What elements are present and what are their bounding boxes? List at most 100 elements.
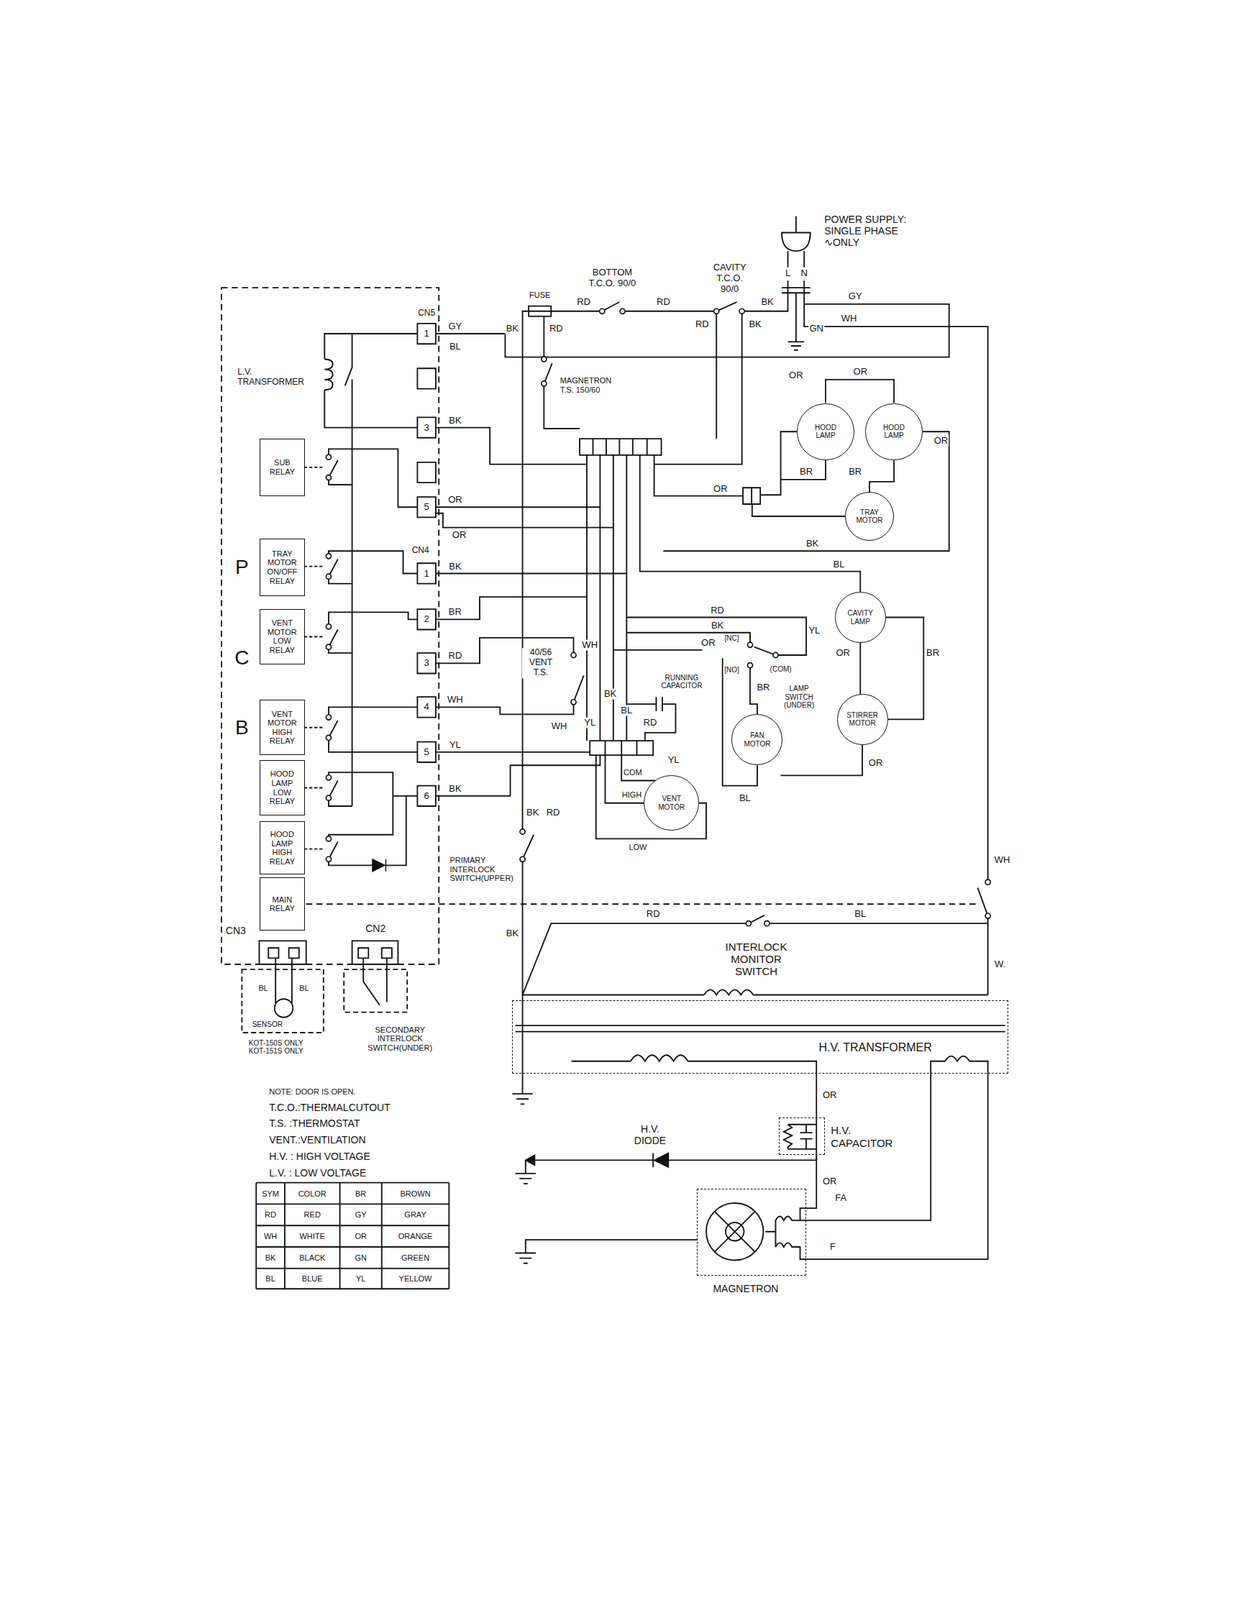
wire-color-code: BR — [925, 647, 940, 659]
switch-contact — [571, 699, 577, 705]
switch-contact — [739, 308, 745, 314]
switch-contact — [764, 921, 770, 927]
wire-color-code: BK — [603, 688, 618, 700]
switch-contact — [599, 308, 605, 314]
wire-connector — [806, 1073, 989, 1260]
table-cell: RED — [303, 1210, 322, 1220]
pin-number: 3 — [423, 658, 431, 669]
wire-color-code: OR — [451, 529, 468, 541]
wire-color-code: WH — [550, 721, 569, 733]
wire-color-code: RD — [642, 717, 659, 728]
switch-contact — [519, 856, 525, 862]
table-cell: WH — [263, 1231, 278, 1242]
connector-pins — [417, 323, 436, 807]
wire-color-code: WH — [581, 639, 599, 651]
note-text: NOTE: DOOR IS OPEN. — [268, 1087, 356, 1097]
interlock-wires — [512, 918, 988, 1104]
table-cell: SYM — [261, 1188, 280, 1199]
component-label: COM — [622, 768, 643, 778]
magnetron-anode — [706, 1203, 764, 1260]
component-label: BOTTOM T.C.O. 90/0 — [585, 267, 639, 290]
switch-contact — [773, 652, 779, 658]
switch-contact — [747, 663, 753, 669]
switch-contact — [985, 879, 991, 885]
wire-color-code: BL — [619, 704, 633, 716]
wire-color-code: RD — [576, 297, 592, 308]
node-text: VENT MOTOR — [650, 794, 692, 812]
switch-contact — [571, 652, 577, 658]
wire-color-code: RD — [655, 297, 671, 308]
component-label: SENSOR — [251, 1020, 284, 1030]
wire-color-code: BK — [505, 322, 520, 334]
wire-color-code: BK — [448, 783, 462, 794]
switch-contact — [619, 308, 625, 314]
diode-triangle — [654, 1152, 669, 1168]
switch-contact — [325, 795, 331, 801]
node-text: FAN MOTOR — [738, 731, 777, 748]
wire-color-code: BK — [805, 538, 820, 550]
wire-color-code: OR — [700, 637, 717, 649]
magnetron-outline: MAGNETRON — [696, 1188, 807, 1276]
relay-box: HOOD LAMP HIGH RELAY — [259, 821, 305, 875]
note-text: L.V. : LOW VOLTAGE — [268, 1166, 367, 1178]
table-cell: BROWN — [399, 1188, 431, 1199]
switch-contact — [325, 573, 331, 579]
table-cell: YELLOW — [398, 1274, 433, 1284]
wire-color-code: OR — [834, 647, 851, 659]
wire-connector — [886, 617, 925, 720]
wire-color-code: GY — [847, 290, 863, 302]
node-text: VENT MOTOR HIGH RELAY — [262, 709, 303, 747]
node-text: HOOD LAMP — [873, 423, 916, 441]
connector-name: CN2 — [364, 922, 387, 935]
component-label: POWER SUPPLY: SINGLE PHASE ∿ONLY — [823, 213, 912, 249]
secondary-outline — [343, 969, 408, 1013]
relay-box: SUB RELAY — [259, 438, 305, 496]
wire-color-code: WH — [840, 312, 858, 324]
component-label: [NO] — [723, 666, 741, 676]
wire-color-code: WH — [993, 855, 1012, 866]
table-cell: GY — [354, 1210, 368, 1220]
component-label: FUSE — [528, 290, 551, 300]
wire-color-code: BR — [798, 466, 814, 477]
motor-circle: STIRRER MOTOR — [837, 693, 889, 746]
section-letter: B — [234, 716, 250, 740]
wire-color-code: YL — [583, 717, 597, 728]
relay-box: TRAY MOTOR ON/OFF RELAY — [259, 538, 305, 596]
connector-blocks — [579, 438, 761, 756]
switch-contact — [325, 856, 331, 862]
wire-color-code: BL — [298, 983, 310, 993]
table-cell: BLUE — [301, 1274, 324, 1284]
wire-color-code: BR — [847, 466, 863, 477]
node-text: MAIN RELAY — [262, 895, 303, 914]
node-text: SUB RELAY — [262, 458, 303, 477]
relay-box: HOOD LAMP LOW RELAY — [259, 760, 305, 816]
pin-number: 1 — [423, 328, 431, 340]
relay-box: VENT MOTOR HIGH RELAY — [259, 699, 305, 756]
motor-circle: VENT MOTOR — [643, 775, 700, 831]
switch-contact — [745, 921, 751, 927]
table-cell: YL — [355, 1274, 367, 1284]
component-label: N — [800, 268, 809, 280]
node-text: VENT MOTOR LOW RELAY — [262, 618, 303, 656]
wire-color-code: BR — [448, 606, 463, 618]
section-letter: P — [234, 555, 250, 579]
lamp-switch-lever — [522, 302, 989, 924]
wire-color-code: GY — [447, 321, 463, 333]
wire-color-code: YL — [448, 739, 462, 751]
wire-color-code: BL — [257, 983, 269, 993]
note-text: VENT.:VENTILATION — [268, 1134, 367, 1146]
pin-number: 2 — [423, 614, 431, 625]
motor-circle: FAN MOTOR — [731, 714, 783, 766]
control-board-outline — [221, 287, 439, 965]
power-plug — [781, 216, 811, 351]
wire-color-code: GN — [809, 322, 825, 334]
switch-contact — [325, 624, 331, 630]
capacitor-outline: H.V. CAPACITOR — [778, 1117, 825, 1156]
switch-contact — [985, 913, 991, 919]
component-label: H.V. DIODE — [627, 1123, 674, 1147]
table-cell: GRAY — [403, 1210, 427, 1220]
connector-name: CN5 — [417, 308, 436, 319]
